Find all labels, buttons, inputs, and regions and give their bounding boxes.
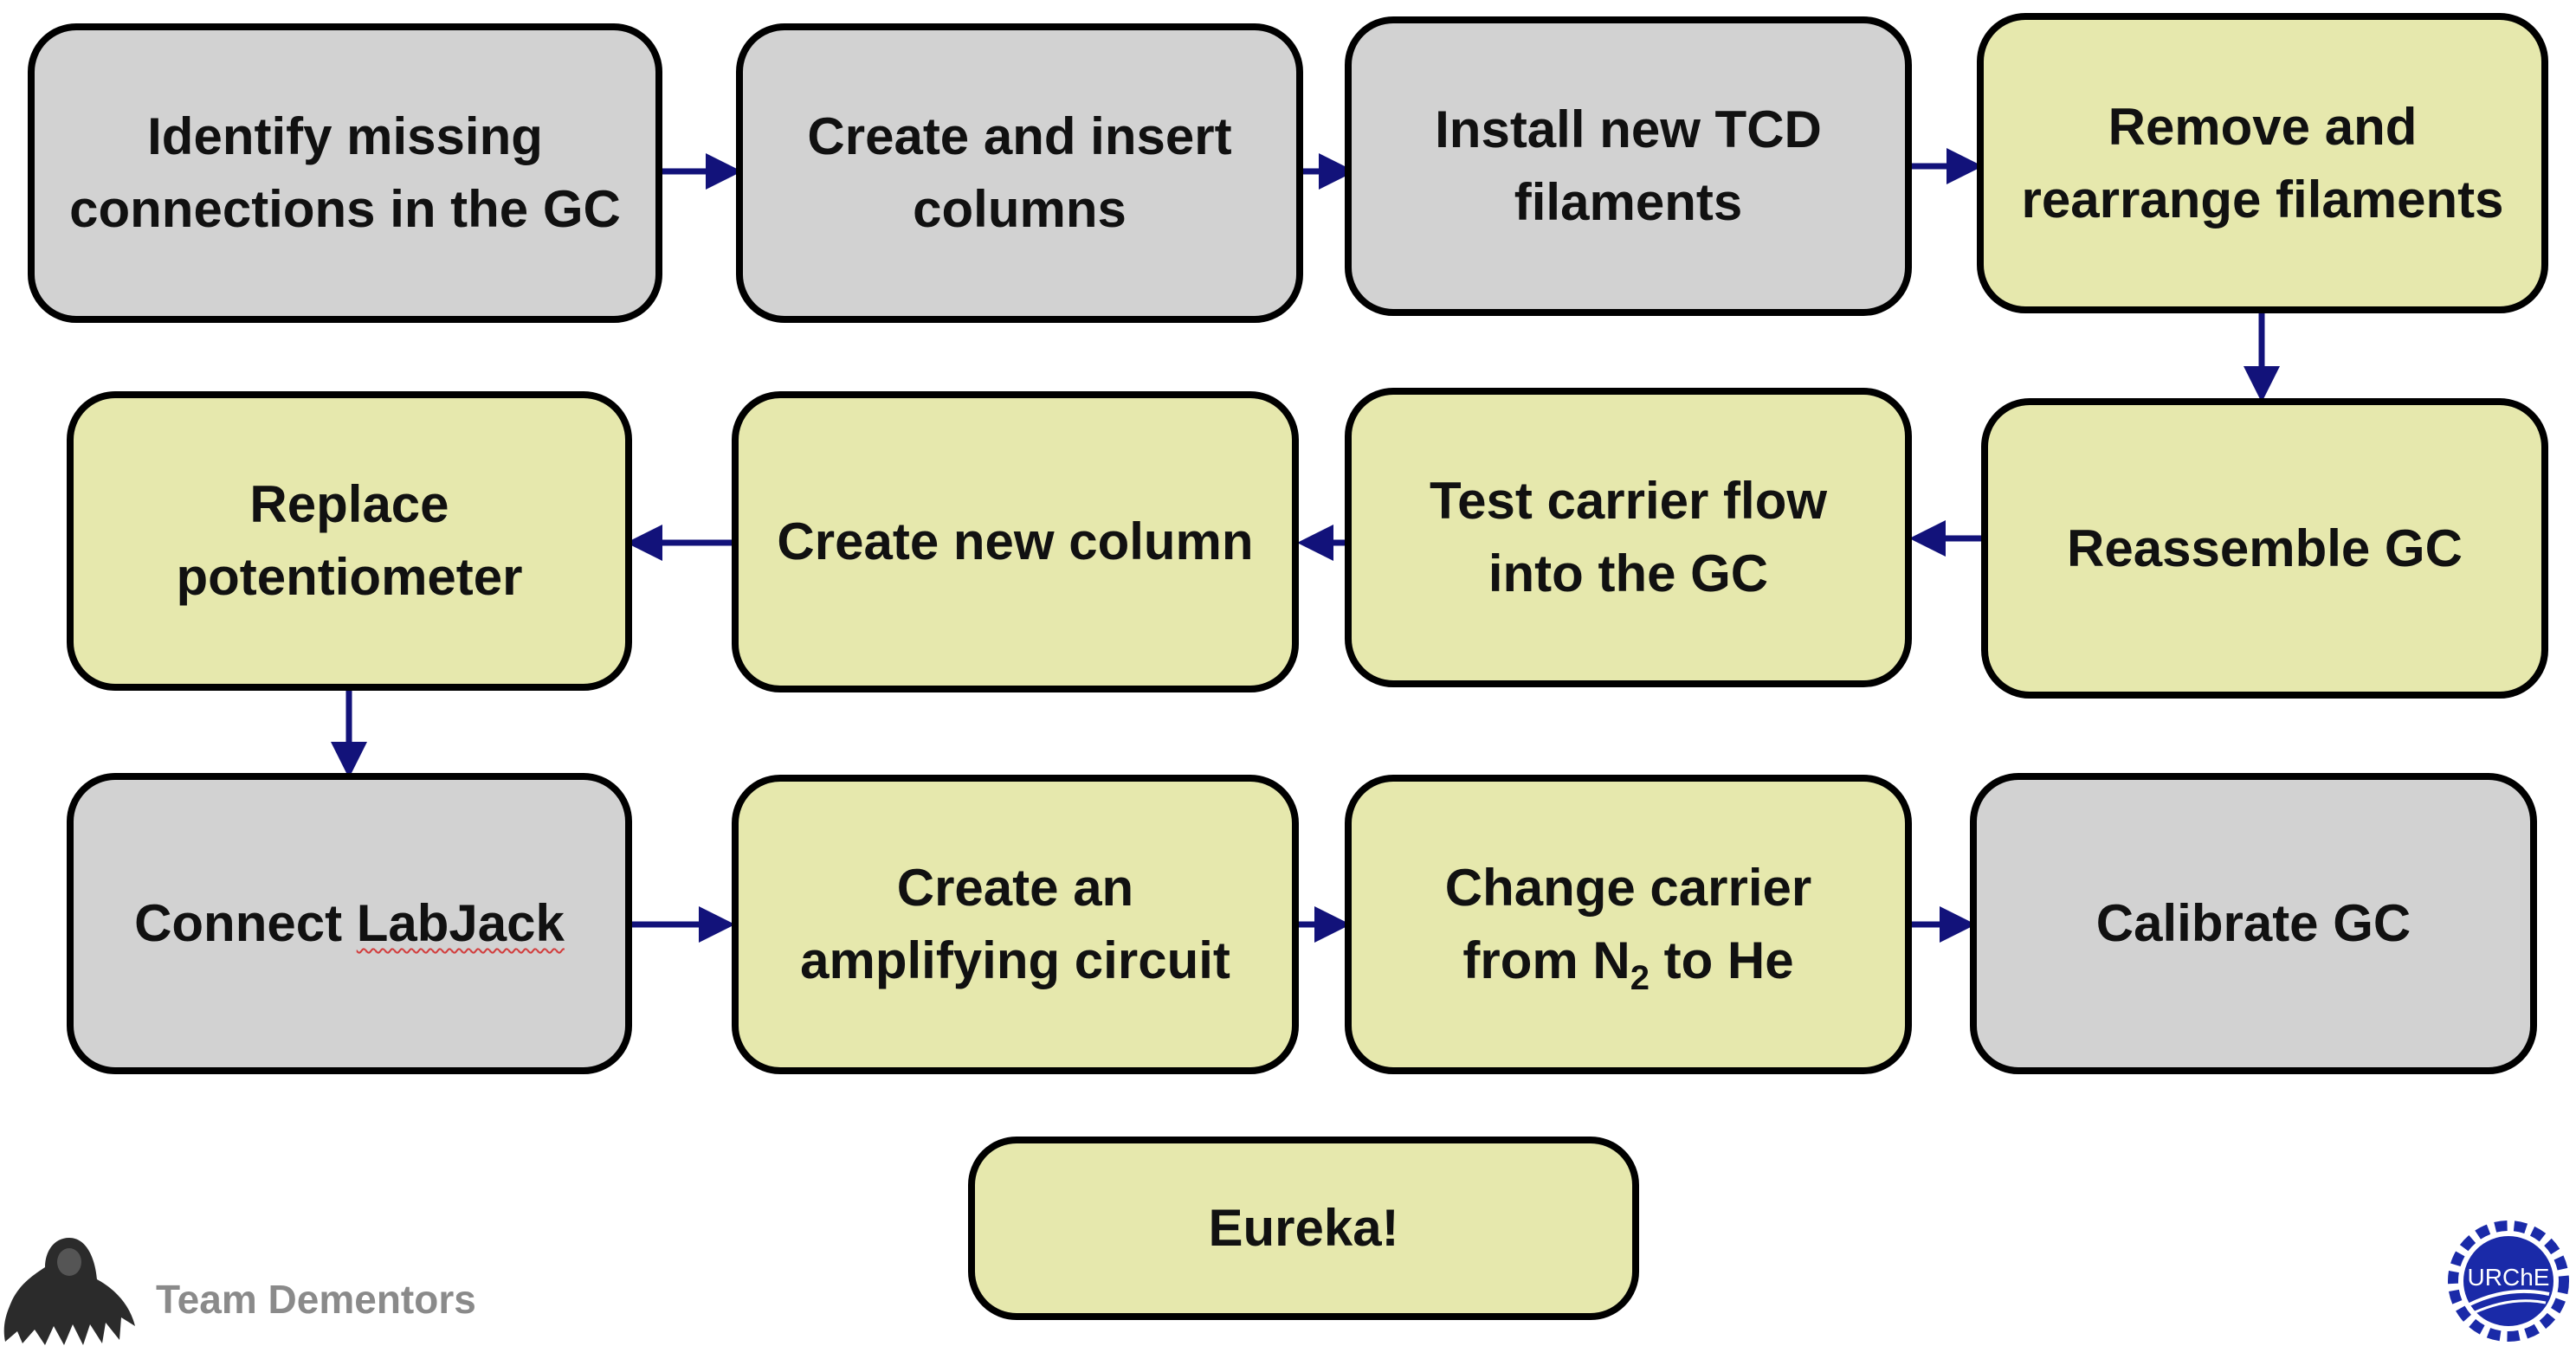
- step-text: from N2 to He: [1445, 924, 1812, 997]
- step-text: Install new TCD: [1435, 100, 1822, 158]
- step-text: Test carrier flow: [1429, 472, 1828, 530]
- team-name: Team Dementors: [156, 1277, 476, 1322]
- step-text: Calibrate GC: [2095, 894, 2411, 952]
- step-text: potentiometer: [176, 548, 523, 606]
- spellcheck-word: LabJack: [356, 894, 565, 952]
- step-create-amplifying-circuit: Create an amplifying circuit: [732, 775, 1299, 1074]
- step-create-insert-columns: Create and insert columns: [736, 23, 1303, 323]
- step-reassemble-gc: Reassemble GC: [1981, 398, 2548, 699]
- step-identify-missing-connections: Identify missing connections in the GC: [28, 23, 662, 323]
- step-text: connections in the GC: [69, 180, 621, 238]
- step-calibrate-gc: Calibrate GC: [1970, 773, 2537, 1074]
- step-test-carrier-flow: Test carrier flow into the GC: [1345, 388, 1912, 687]
- step-text: rearrange filaments: [2021, 170, 2504, 229]
- step-text: amplifying circuit: [800, 931, 1230, 989]
- step-text: Change carrier: [1444, 859, 1812, 917]
- step-text: into the GC: [1488, 544, 1769, 602]
- step-text: Reassemble GC: [2067, 518, 2463, 577]
- step-text-prefix: Connect: [134, 894, 357, 952]
- step-text: Eureka!: [1208, 1199, 1399, 1257]
- step-text: Create and insert: [807, 107, 1232, 165]
- step-text: Connect LabJack: [134, 887, 565, 960]
- subscript-2: 2: [1630, 959, 1650, 997]
- step-text: Replace: [249, 475, 449, 533]
- dementor-icon: [3, 1238, 136, 1345]
- step-change-carrier: Change carrier from N2 to He: [1345, 775, 1912, 1074]
- step-text: Identify missing: [147, 107, 543, 165]
- step-create-new-column: Create new column: [732, 391, 1299, 692]
- step-text: Create new column: [777, 512, 1254, 570]
- step-eureka: Eureka!: [968, 1137, 1639, 1320]
- logo-text: URChE: [2468, 1264, 2550, 1291]
- step-text: filaments: [1514, 173, 1743, 231]
- step-remove-rearrange-filaments: Remove and rearrange filaments: [1977, 13, 2548, 313]
- step-text-part: to He: [1649, 931, 1794, 989]
- step-text: Create an: [896, 859, 1134, 917]
- step-replace-potentiometer: Replace potentiometer: [67, 391, 632, 691]
- step-text: columns: [913, 180, 1127, 238]
- urche-logo: URChE: [2448, 1220, 2569, 1342]
- step-text: Remove and: [2108, 97, 2418, 156]
- step-connect-labjack: Connect LabJack: [67, 773, 632, 1074]
- step-install-tcd-filaments: Install new TCD filaments: [1345, 16, 1912, 316]
- step-text-part: from N: [1462, 931, 1630, 989]
